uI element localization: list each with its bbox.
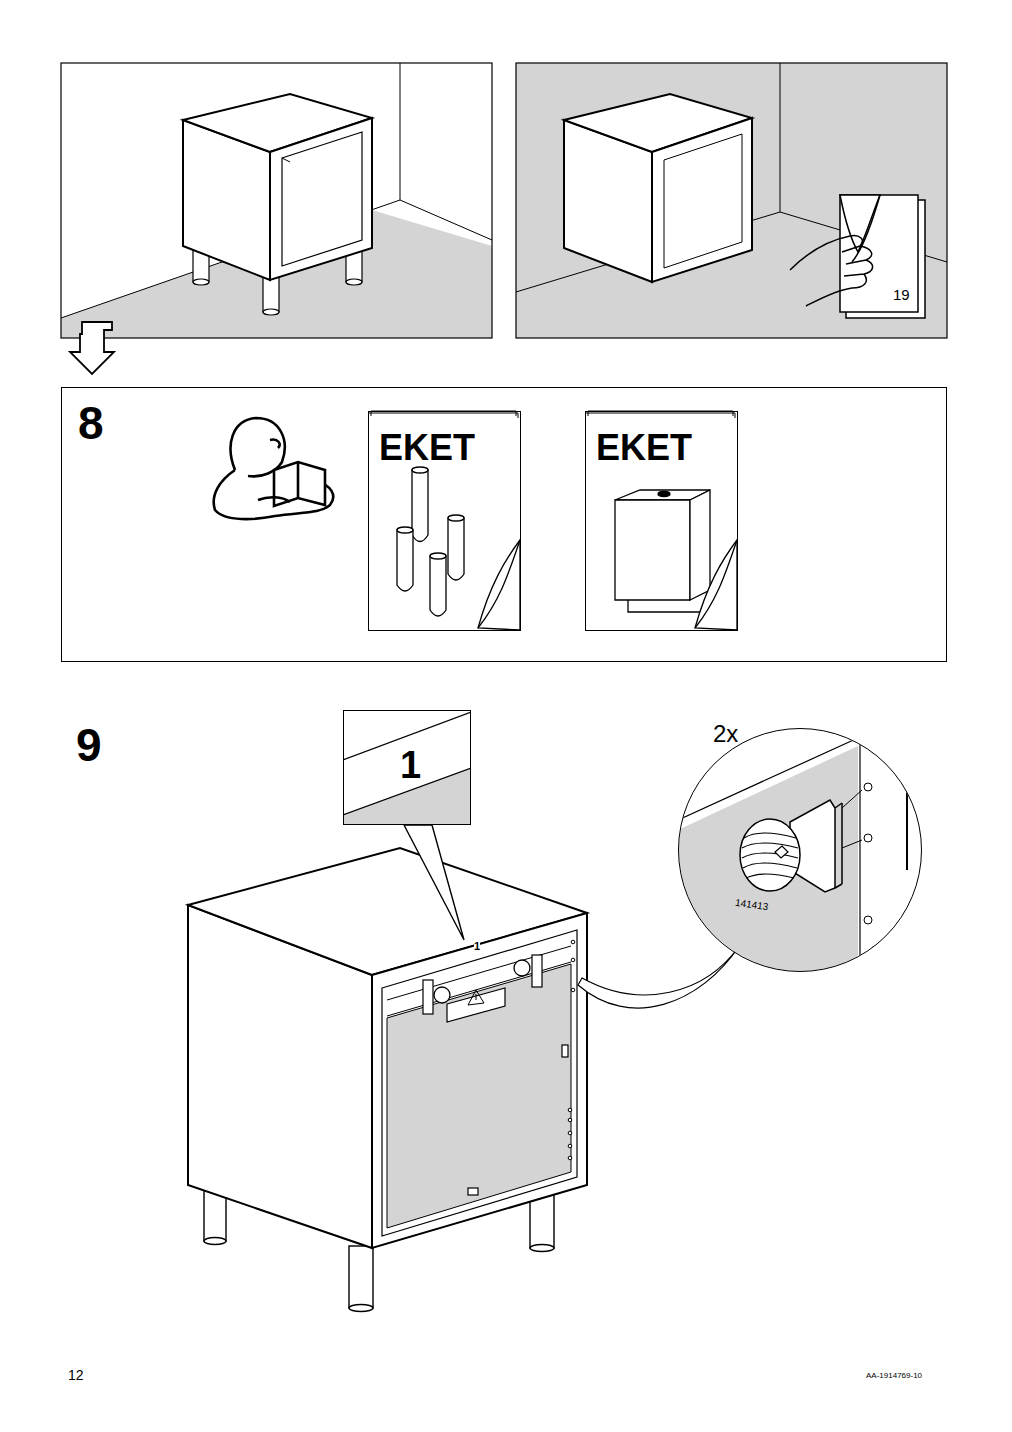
cabinet bbox=[188, 848, 587, 1312]
manual-booklet: EKET bbox=[368, 411, 521, 631]
step-panel: 8EKET EKET bbox=[61, 387, 947, 662]
node-text: 1 bbox=[400, 745, 421, 787]
node-text: 8 bbox=[78, 398, 104, 449]
booklet-bracket bbox=[586, 411, 737, 630]
node-text: EKET bbox=[379, 428, 475, 468]
quantity: 2x bbox=[713, 721, 738, 747]
reader-icon bbox=[214, 418, 334, 519]
callout-box: 1 bbox=[343, 710, 471, 825]
booklet-legs bbox=[369, 411, 520, 630]
zoom-detail bbox=[678, 728, 922, 975]
node-text: EKET bbox=[596, 428, 692, 468]
document-code: AA-1914769-10 bbox=[866, 1372, 922, 1381]
part-number: 141413 bbox=[734, 897, 769, 913]
zoom-leader bbox=[578, 945, 740, 1008]
wall-scene bbox=[516, 63, 947, 338]
callout-detail bbox=[343, 712, 471, 825]
zoom-circle: 2x141413 bbox=[678, 728, 922, 972]
page-reference: 19 bbox=[893, 287, 910, 304]
manual-booklet: EKET bbox=[585, 411, 738, 631]
callout-leader bbox=[404, 825, 464, 940]
step-number: 9 bbox=[76, 720, 102, 771]
panel-marking: 1 bbox=[474, 940, 480, 952]
floor-scene bbox=[61, 63, 492, 338]
page-number: 12 bbox=[68, 1368, 84, 1383]
next-arrow bbox=[70, 322, 114, 374]
